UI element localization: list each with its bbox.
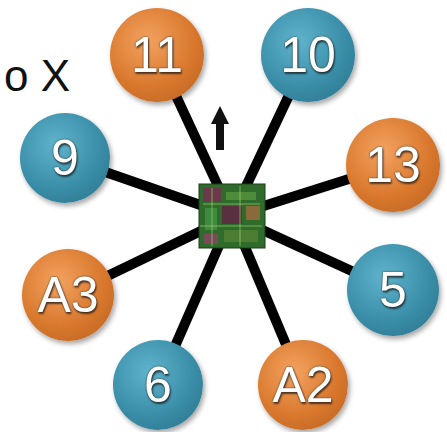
pin-number: 11 — [131, 30, 183, 80]
pin-number: A2 — [272, 360, 333, 410]
pin-number: A3 — [37, 270, 98, 320]
caption-text: o X — [4, 54, 70, 98]
pin-circle: 13 — [346, 118, 440, 212]
direction-arrow — [211, 106, 229, 150]
pin-circle: 9 — [20, 113, 110, 203]
pin-circle: 10 — [261, 8, 355, 102]
pin-number: 5 — [379, 265, 407, 315]
wire-lines — [65, 55, 393, 385]
pin-number: 6 — [144, 360, 172, 410]
circuit-board — [199, 184, 265, 248]
pin-circle: A3 — [22, 249, 114, 341]
pin-circle: 5 — [347, 244, 439, 336]
pin-circle: 11 — [110, 8, 204, 102]
pin-number: 13 — [365, 140, 421, 190]
pin-circle: A2 — [258, 340, 348, 430]
pin-number: 9 — [51, 133, 79, 183]
pin-number: 10 — [280, 30, 336, 80]
pin-circle: 6 — [113, 340, 203, 430]
